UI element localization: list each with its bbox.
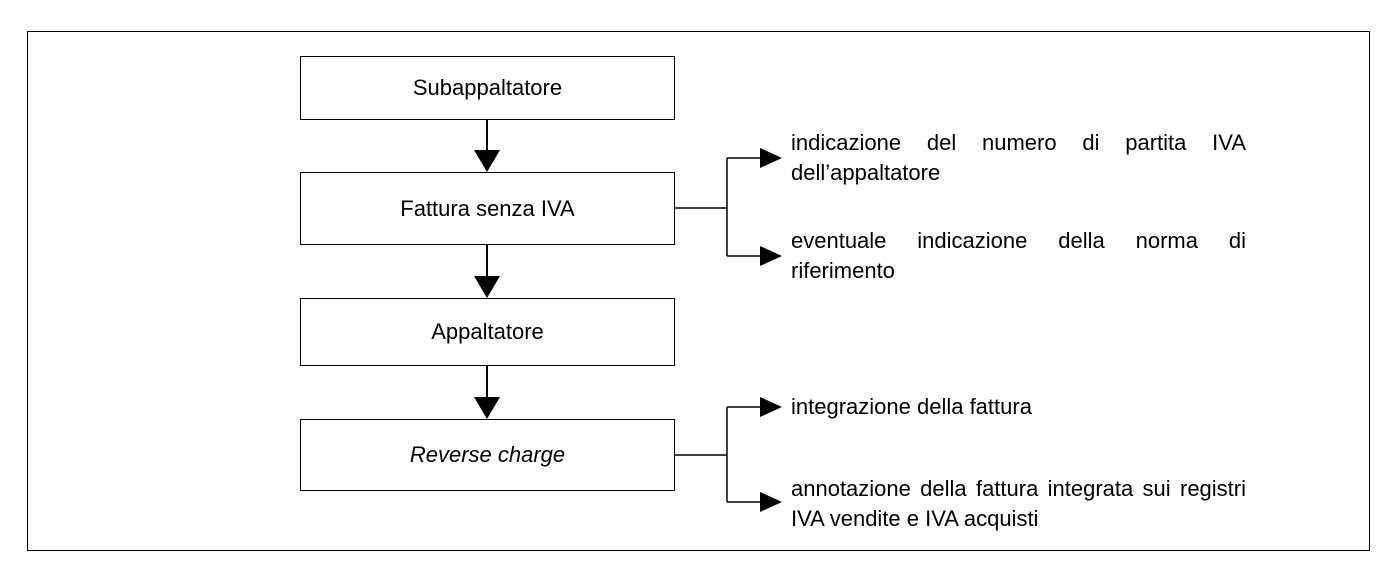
note-annotazione-registri: annotazione della fattura integrata sui …: [791, 476, 1246, 531]
note-integrazione-fattura: integrazione della fattura: [791, 394, 1032, 419]
box-appaltatore-label: Appaltatore: [431, 319, 544, 344]
box-reverse-charge-label: Reverse charge: [409, 442, 566, 467]
branch-reverse: [675, 397, 782, 512]
note-norma-riferimento: eventuale indicazione della norma di rif…: [791, 228, 1246, 283]
branch-fattura: [675, 148, 782, 266]
box-fattura-label: Fattura senza IVA: [400, 195, 575, 221]
box-reverse-charge: Reverse charge: [300, 419, 675, 491]
vertical-arrow-2: [474, 245, 500, 298]
box-subappaltatore: Subappaltatore: [300, 56, 675, 120]
vertical-arrow-1: [474, 119, 500, 172]
diagram-frame: [27, 31, 1370, 551]
vertical-arrow-3: [474, 366, 500, 419]
note-partita-iva: indicazione del numero di partita IVA de…: [791, 130, 1246, 185]
box-appaltatore: Appaltatore: [300, 298, 675, 366]
box-fattura-senza-iva: Fattura senza IVA: [300, 172, 675, 245]
box-subappaltatore-label: Subappaltatore: [412, 75, 563, 100]
